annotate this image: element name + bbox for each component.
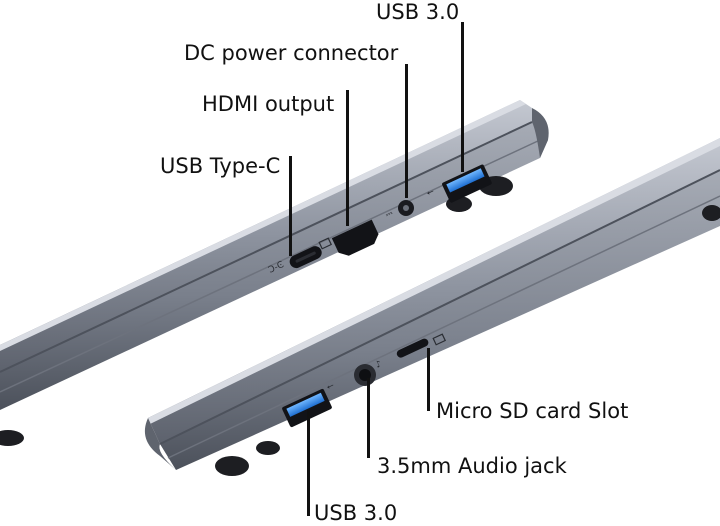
leader-hdmi — [346, 90, 349, 226]
svg-text:♪: ♪ — [374, 359, 383, 370]
svg-text:⭠: ⭠ — [325, 381, 336, 393]
label-usb3-bottom: USB 3.0 — [314, 501, 398, 525]
upper-laptop-edge — [0, 100, 549, 446]
lower-ports — [282, 338, 429, 428]
leader-micro-sd — [427, 348, 430, 411]
label-usb3-top: USB 3.0 — [376, 0, 460, 24]
leader-usb3-top — [461, 22, 464, 172]
label-hdmi: HDMI output — [202, 92, 335, 116]
label-usb-c: USB Type-C — [160, 154, 281, 178]
leader-dc-power — [405, 64, 408, 198]
leader-audio — [367, 378, 370, 458]
upper-ports — [289, 164, 492, 269]
svg-text:⭠: ⭠ — [425, 187, 436, 199]
label-dc-power: DC power connector — [184, 41, 399, 65]
label-audio: 3.5mm Audio jack — [377, 454, 567, 478]
svg-text:⎓: ⎓ — [384, 209, 395, 221]
leader-usb-c — [289, 156, 292, 256]
leader-usb3-bottom — [307, 410, 310, 516]
label-micro-sd: Micro SD card Slot — [436, 399, 629, 423]
lower-laptop-edge — [144, 138, 720, 476]
